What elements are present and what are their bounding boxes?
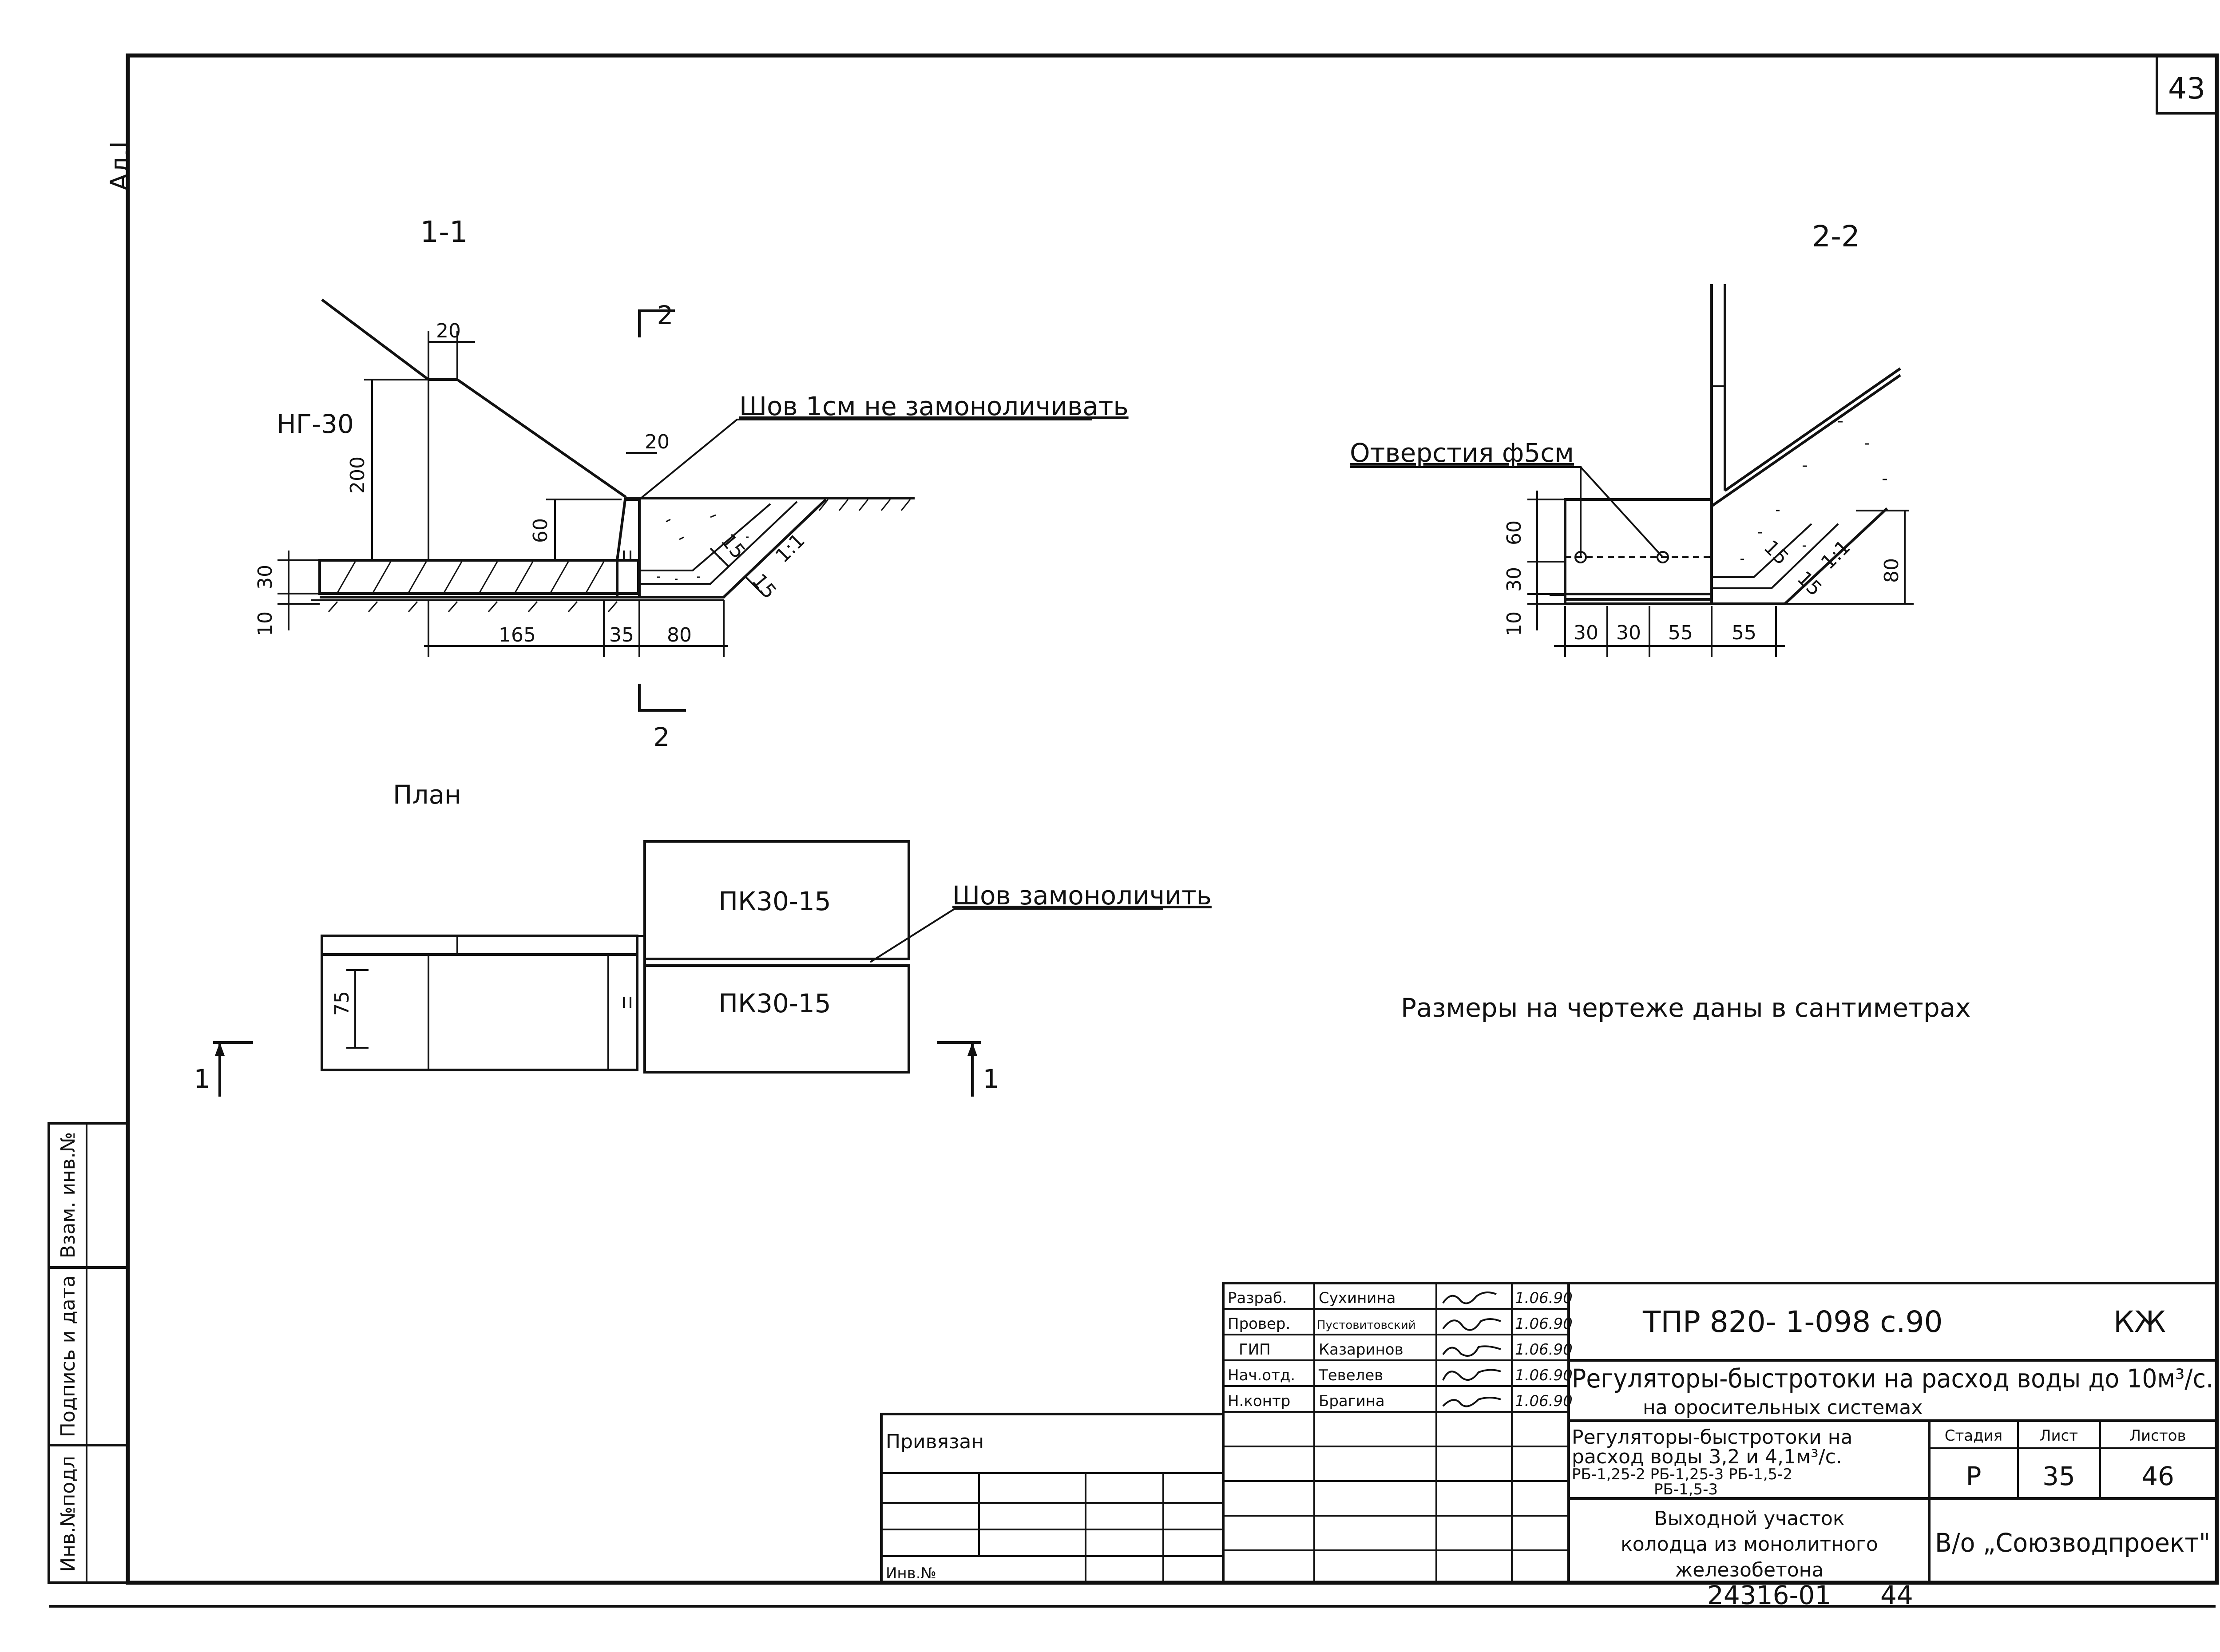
sheet-number: 35	[2042, 1461, 2075, 1491]
plan-title: План	[393, 780, 461, 810]
plan-cut-right: 1	[983, 1064, 999, 1094]
strip-cell-original-inv: Инв.№подл	[57, 1456, 79, 1572]
stage-value: Р	[1966, 1461, 1982, 1491]
sig-date-4: 1.06.90	[1515, 1367, 1573, 1384]
dim2-80: 80	[1880, 558, 1903, 583]
subtitle-line3: РБ-1,25-2 РБ-1,25-3 РБ-1,5-2	[1572, 1466, 1792, 1483]
strip-cell-signature-date: Подпись и дата	[57, 1276, 79, 1437]
dim2-15a: 15	[1759, 536, 1793, 570]
section-2-2-holes-note: Отверстия ф5см	[1350, 438, 1574, 468]
units-note: Размеры на чертеже даны в сантиметрах	[1401, 993, 1971, 1023]
plan-dim-75: 75	[331, 991, 353, 1016]
dim-20-top: 20	[436, 320, 461, 342]
sig-role-2: Провер.	[1228, 1315, 1290, 1333]
dim-10: 10	[254, 611, 277, 636]
project-title-line1: Регуляторы-быстротоки на расход воды до …	[1572, 1363, 2213, 1394]
dim-20-right: 20	[645, 431, 670, 453]
dim2-b55a: 55	[1668, 622, 1693, 644]
dim2-30: 30	[1503, 567, 1526, 592]
subtitle-line2: расход воды 3,2 и 4,1м³/с.	[1572, 1446, 1842, 1468]
sig-role-4: Нач.отд.	[1228, 1367, 1295, 1384]
title-block-grid	[880, 1282, 2218, 1584]
dim2-15b: 15	[1792, 567, 1826, 601]
sheet-header: Лист	[2040, 1427, 2078, 1445]
sig-name-3: Казаринов	[1319, 1341, 1403, 1359]
dim-80: 80	[667, 624, 692, 646]
plan-cut-left: 1	[194, 1064, 210, 1094]
dim2-b30b: 30	[1616, 622, 1641, 644]
dim-165: 165	[499, 624, 536, 646]
dim2-b55b: 55	[1732, 622, 1756, 644]
doc-mark: КЖ	[2113, 1305, 2166, 1339]
section-2-2-title: 2-2	[1812, 219, 1860, 254]
dim-30: 30	[254, 565, 277, 590]
stage-header: Стадия	[1945, 1427, 2002, 1445]
sheets-header: Листов	[2129, 1427, 2186, 1445]
handwritten-signatures	[1442, 1291, 1501, 1407]
project-title-line2: на оросительных системах	[1643, 1396, 1923, 1419]
doc-code: ТПР 820- 1-098 с.90	[1642, 1305, 1943, 1339]
organization: В/о „Союзводпроект"	[1935, 1528, 2210, 1558]
inv-no-label: Инв.№	[886, 1565, 936, 1582]
sheets-total: 46	[2141, 1461, 2174, 1491]
sheet-title-line3: железобетона	[1675, 1559, 1824, 1581]
subtitle-line4: РБ-1,5-3	[1654, 1481, 1718, 1498]
sheet-title-line2: колодца из монолитного	[1621, 1533, 1878, 1556]
sig-name-4: Тевелев	[1318, 1367, 1383, 1384]
album-label: Ал.I	[105, 141, 135, 191]
sig-name-2: Пустовитовский	[1317, 1319, 1416, 1332]
bottom-page: 44	[1880, 1580, 1913, 1610]
section-2-2-drawing	[1350, 284, 1914, 657]
sig-role-3: ГИП	[1239, 1341, 1271, 1359]
sig-name-5: Брагина	[1319, 1392, 1385, 1410]
dim2-60: 60	[1503, 520, 1526, 545]
dim2-b30a: 30	[1574, 622, 1598, 644]
sig-date-3: 1.06.90	[1515, 1341, 1573, 1359]
bottom-code: 24316-01	[1707, 1580, 1831, 1610]
subtitle-line1: Регуляторы-быстротоки на	[1572, 1426, 1852, 1449]
plan-slab-top: ПК30-15	[718, 886, 831, 916]
dim-15b: 15	[748, 570, 781, 603]
section-1-1-title: 1-1	[420, 215, 468, 249]
dim-slope: 1:1	[771, 529, 809, 567]
sig-name-1: Сухинина	[1319, 1289, 1395, 1307]
plan-seam-note: Шов замоноличить	[952, 880, 1212, 911]
privyazan-label: Привязан	[886, 1430, 984, 1453]
section-1-1-mark-label: НГ-30	[277, 409, 354, 439]
plan-slab-bottom: ПК30-15	[718, 988, 831, 1018]
dim-200: 200	[346, 456, 369, 494]
section-1-1-seam-note: Шов 1см не замоноличивать	[739, 391, 1129, 421]
sig-role-5: Н.контр	[1228, 1392, 1290, 1410]
section-1-1-cut-mark-bottom: 2	[654, 722, 670, 752]
section-1-1-drawing	[278, 298, 1092, 712]
sig-date-1: 1.06.90	[1515, 1289, 1573, 1307]
sig-date-2: 1.06.90	[1515, 1315, 1573, 1333]
sheet-title-line1: Выходной участок	[1654, 1507, 1845, 1530]
sig-role-1: Разраб.	[1228, 1289, 1287, 1307]
left-stamp-strip	[48, 1122, 129, 1584]
strip-cell-replace-inv: Взам. инв.№	[57, 1132, 79, 1259]
page-number: 43	[2168, 71, 2205, 106]
section-1-1-cut-mark-top: 2	[657, 300, 674, 330]
plan-drawing	[213, 840, 1163, 1097]
dim-60: 60	[529, 518, 552, 543]
dim-35: 35	[609, 624, 634, 646]
sig-date-5: 1.06.90	[1515, 1392, 1573, 1410]
dim2-10: 10	[1503, 611, 1526, 636]
